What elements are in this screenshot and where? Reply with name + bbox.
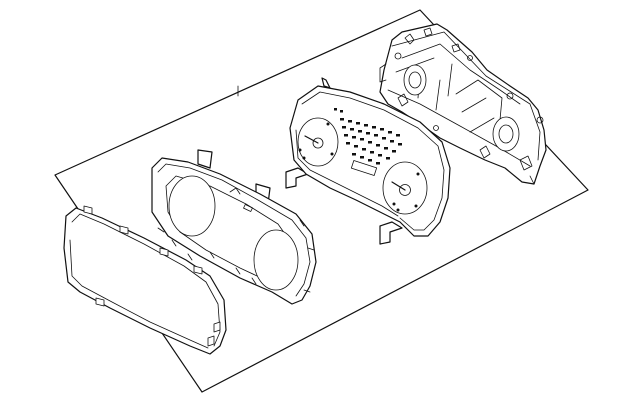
assembly-tray-outline: [54, 9, 589, 393]
rear-housing: [379, 23, 547, 185]
bezel: [151, 149, 317, 305]
lens: [63, 205, 227, 355]
gauge-face: [285, 77, 451, 245]
